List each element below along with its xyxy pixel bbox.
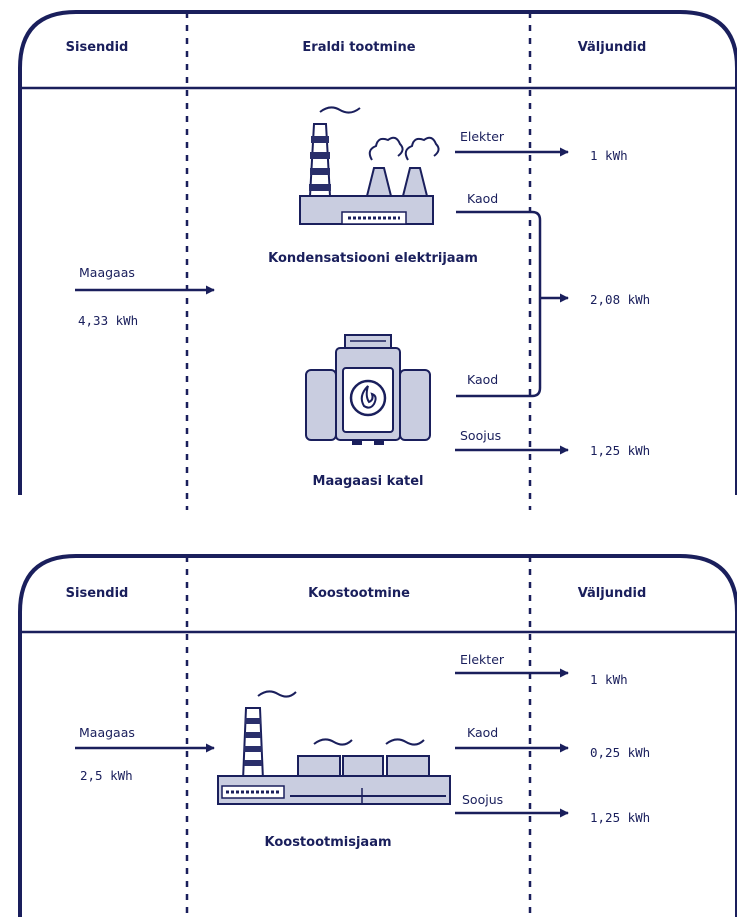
flow-loss-label-bottom: Kaod xyxy=(467,725,498,740)
chp-plant-label: Koostootmisjaam xyxy=(264,835,391,850)
separate-production-panel: Sisendid Eraldi tootmine Väljundid Maaga… xyxy=(18,10,737,510)
output-heat-value: 1,25 kWh xyxy=(590,443,650,458)
boiler-label: Maagaasi katel xyxy=(313,474,424,489)
power-plant-icon xyxy=(299,106,440,225)
flow-electricity-label: Elekter xyxy=(460,129,505,144)
header-process-bottom: Koostootmine xyxy=(308,586,410,601)
flow-electricity-label-bottom: Elekter xyxy=(460,652,505,667)
output-electricity-value: 1 kWh xyxy=(590,148,628,163)
input-value-bottom: 2,5 kWh xyxy=(80,768,133,783)
header-outputs-bottom: Väljundid xyxy=(578,586,647,601)
flow-loss-label-1: Kaod xyxy=(467,191,498,206)
panel-frame-bottom xyxy=(18,554,737,917)
loss-bracket xyxy=(456,210,542,398)
output-electricity-value-bottom: 1 kWh xyxy=(590,672,628,687)
output-losses-value-bottom: 0,25 kWh xyxy=(590,745,650,760)
chp-plant-icon xyxy=(217,690,451,805)
flow-heat-label-bottom: Soojus xyxy=(462,792,503,807)
power-plant-label: Kondensatsiooni elektrijaam xyxy=(268,251,478,266)
header-inputs: Sisendid xyxy=(66,40,129,55)
gas-boiler-icon xyxy=(305,334,431,445)
flow-heat-label: Soojus xyxy=(460,428,501,443)
header-outputs: Väljundid xyxy=(578,40,647,55)
input-value: 4,33 kWh xyxy=(78,313,138,328)
input-label: Maagaas xyxy=(79,265,135,280)
cogeneration-panel: Sisendid Koostootmine Väljundid Maagaas … xyxy=(18,554,737,917)
output-losses-value: 2,08 kWh xyxy=(590,292,650,307)
input-label-bottom: Maagaas xyxy=(79,725,135,740)
panel-frame-top xyxy=(18,10,737,495)
flow-loss-label-2: Kaod xyxy=(467,372,498,387)
header-inputs-bottom: Sisendid xyxy=(66,586,129,601)
output-heat-value-bottom: 1,25 kWh xyxy=(590,810,650,825)
header-process: Eraldi tootmine xyxy=(302,40,415,55)
